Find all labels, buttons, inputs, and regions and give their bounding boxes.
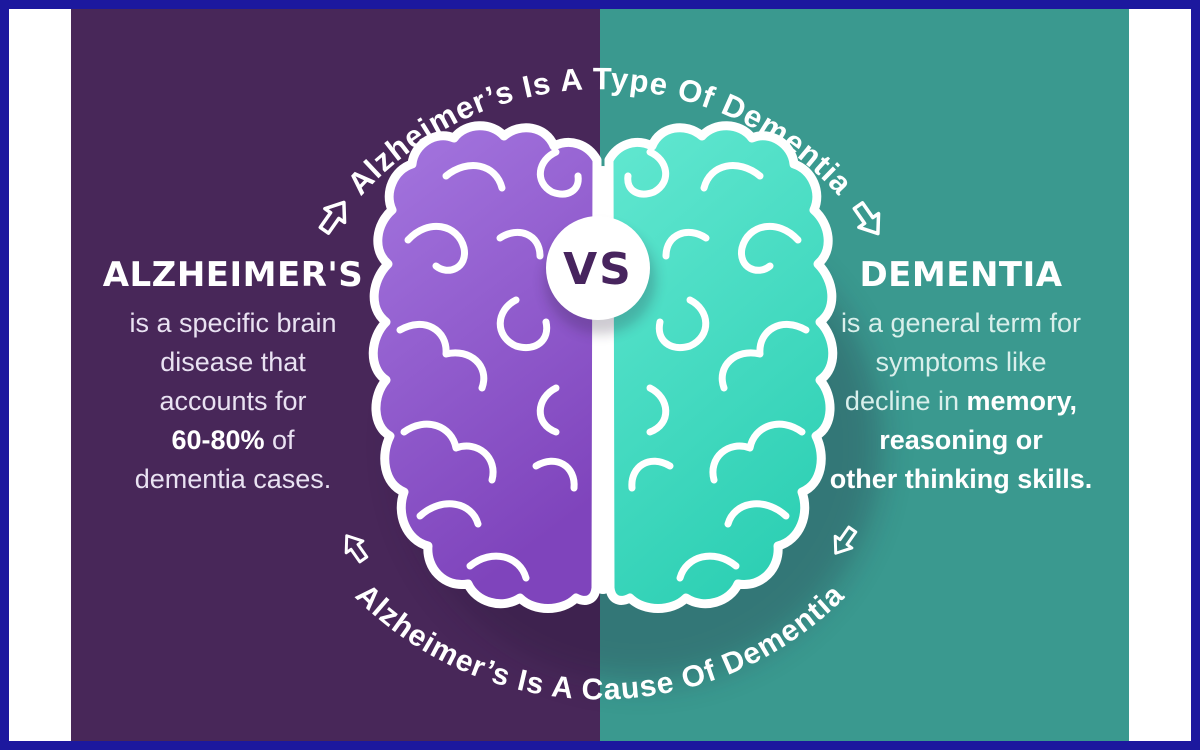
text-line: accounts for xyxy=(159,386,307,416)
text-line: is a specific brain xyxy=(129,308,337,338)
right-margin-strip xyxy=(1129,9,1191,741)
brain-illustration: VS Alzheimer’s Is A Type Of Dementia Alz… xyxy=(312,61,890,707)
dementia-text-block: DEMENTIA is a general term for symptoms … xyxy=(806,255,1116,499)
text-line: 60-80% of xyxy=(171,425,295,455)
text-line: is a general term for xyxy=(840,308,1082,338)
left-margin-strip xyxy=(9,9,71,741)
alzheimers-heading: ALZHEIMER'S xyxy=(102,255,364,295)
text-line: disease that xyxy=(160,347,306,377)
arrow-icon-top-right xyxy=(846,197,890,243)
text-line: dementia cases. xyxy=(134,464,332,494)
text-line: decline in memory, xyxy=(844,386,1078,416)
arrow-icon-bottom-left xyxy=(336,528,374,567)
alzheimers-text-block: ALZHEIMER'S is a specific brain disease … xyxy=(83,255,383,499)
text-line: other thinking skills. xyxy=(829,464,1093,494)
brain-left-hemisphere xyxy=(368,121,602,613)
dementia-description: is a general term for symptoms like decl… xyxy=(806,304,1116,499)
vs-badge: VS xyxy=(544,216,656,334)
text-line: symptoms like xyxy=(875,347,1047,377)
vs-label: VS xyxy=(563,244,633,295)
alzheimers-description: is a specific brain disease that account… xyxy=(83,304,383,499)
arrow-icon-top-left xyxy=(312,193,356,239)
dementia-heading: DEMENTIA xyxy=(859,255,1063,295)
text-line: reasoning or xyxy=(879,425,1043,455)
brain-right-gyri xyxy=(624,148,810,582)
brain-right-hemisphere xyxy=(604,121,838,613)
brain-left-gyri xyxy=(396,148,582,582)
